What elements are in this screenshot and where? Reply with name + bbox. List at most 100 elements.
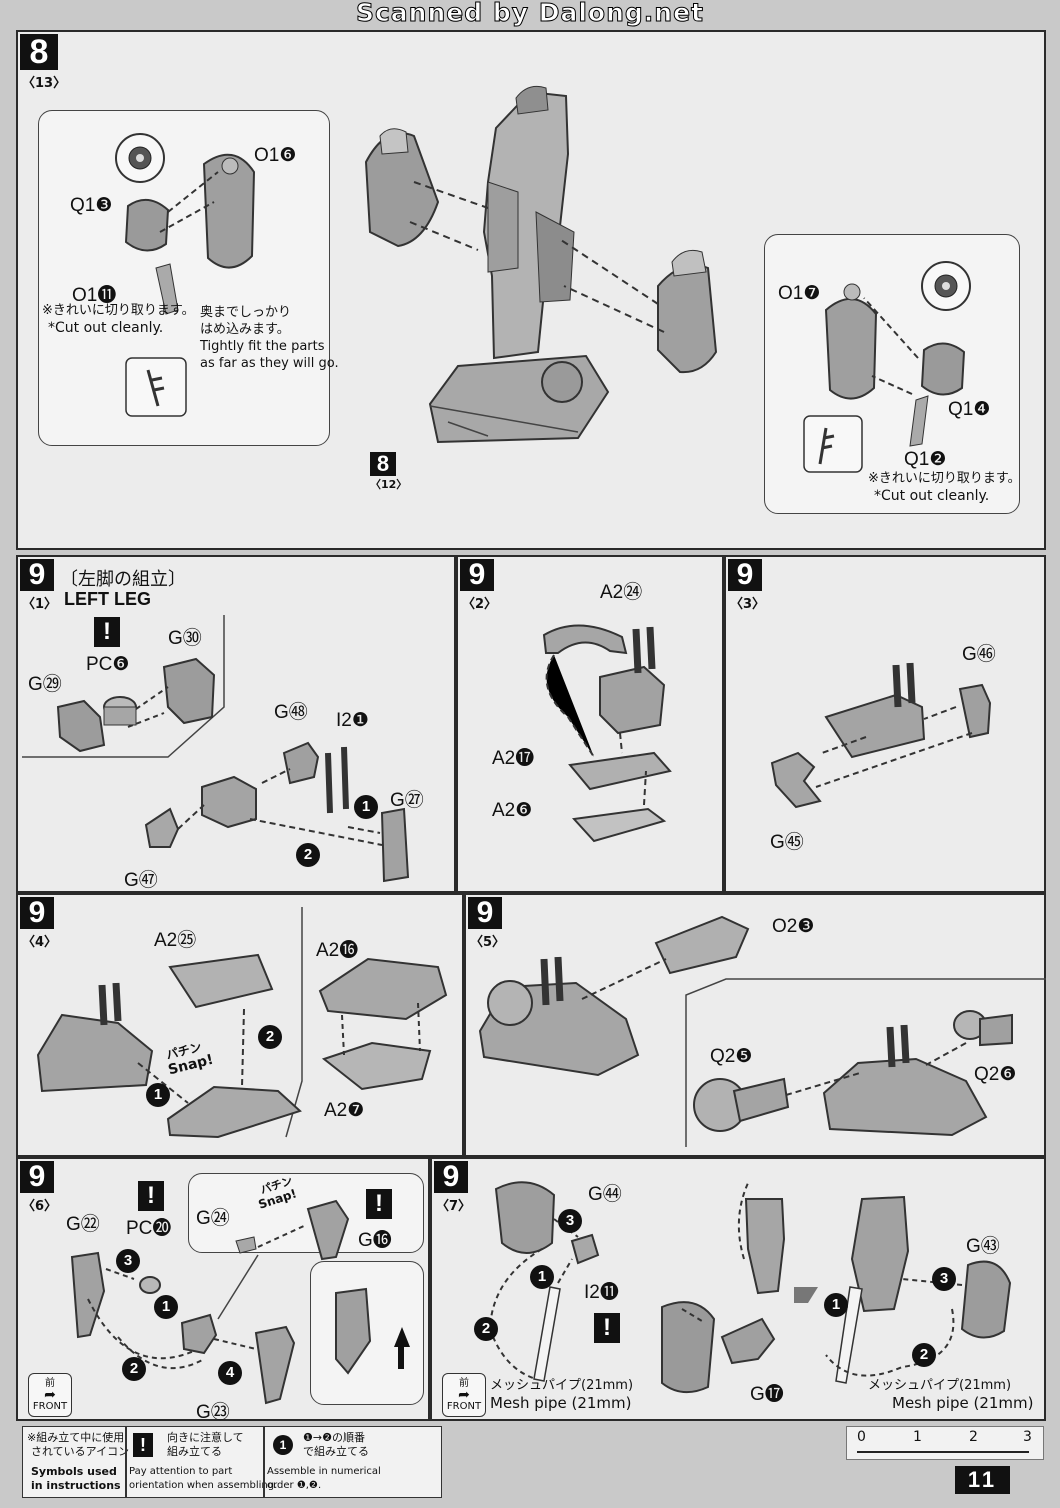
step-9-2-drawing <box>542 624 672 843</box>
legend-num-en-1: Assemble in numerical <box>267 1466 381 1477</box>
front-direction-icon: 前 ➦ FRONT <box>442 1373 486 1417</box>
step-9-4-panel: 9 〈4〉 A2㉕ A2⓰ A2❼ パチン Snap! 1 2 <box>16 893 464 1157</box>
legend-att-jp-2: 組み立てる <box>167 1445 222 1458</box>
order-step-1-b: 1 <box>824 1293 848 1317</box>
ruler-tick-2: 2 <box>969 1429 978 1445</box>
legend-attention-icon: ! <box>133 1433 153 1457</box>
step-sub-number: 〈5〉 <box>470 935 506 950</box>
mesh-pipe-en: Mesh pipe (21mm) <box>490 1394 632 1412</box>
step-number: 9 <box>460 559 494 591</box>
order-step-1: 1 <box>354 795 378 819</box>
step-sub-number: 〈4〉 <box>22 935 58 950</box>
legend-att-en-1: Pay attention to part <box>129 1466 233 1477</box>
step-9-7-panel: 9 〈7〉 ! G㊹ I2⓫ G⓱ G㊸ 3 1 2 3 1 2 メッシュパイプ… <box>430 1157 1046 1421</box>
order-step-2: 2 <box>474 1317 498 1341</box>
mesh-pipe-jp: メッシュパイプ(21mm) <box>490 1378 634 1393</box>
step-sub-number: 〈6〉 <box>22 1199 58 1214</box>
step-9-5-panel: 9 〈5〉 O2❸ Q2❺ Q2❻ <box>464 893 1046 1157</box>
step-sub-number: 〈13〉 <box>22 76 67 91</box>
step-number: 9 <box>728 559 762 591</box>
label-a2-17: A2⓱ <box>492 748 535 769</box>
label-a2-25: A2㉕ <box>154 930 197 951</box>
legend-symbols-en-2: in instructions <box>31 1479 121 1492</box>
scale-ruler: 0 1 2 3 <box>846 1426 1044 1460</box>
label-a2-24: A2㉔ <box>600 582 643 603</box>
step-9-6-drawing <box>70 1199 410 1405</box>
front-jp: 前 <box>459 1378 469 1389</box>
legend-num-jp-1: ❶→❷の順番 <box>303 1431 365 1444</box>
legend-num-jp-2: で組み立てる <box>303 1445 369 1458</box>
step-sub-number: 〈7〉 <box>436 1199 472 1214</box>
ruler-tick-1: 1 <box>913 1429 922 1445</box>
note-fit-jp-1: 奥までしっかり <box>200 305 292 320</box>
order-step-1: 1 <box>146 1083 170 1107</box>
mesh-pipe-en-2: Mesh pipe (21mm) <box>892 1394 1034 1412</box>
order-step-2: 2 <box>296 843 320 867</box>
label-q1-3: Q1❸ <box>70 195 113 216</box>
step-number: 9 <box>434 1161 468 1193</box>
legend-num-en-2: order ❶,❷. <box>267 1480 322 1491</box>
label-g27: G㉗ <box>390 790 424 811</box>
legend-symbols-jp-2: されているアイコン <box>31 1445 130 1458</box>
order-step-1: 1 <box>530 1265 554 1289</box>
order-step-2: 2 <box>258 1025 282 1049</box>
ruler-tick-0: 0 <box>857 1429 866 1445</box>
note-fit-en-2: as far as they will go. <box>200 356 339 371</box>
note-fit-jp-2: はめ込みます。 <box>200 322 290 337</box>
step-number: 9 <box>468 897 502 929</box>
order-step-3: 3 <box>116 1249 140 1273</box>
order-step-1: 1 <box>154 1295 178 1319</box>
step-8-panel: 8 〈13〉 <box>16 30 1046 550</box>
legend-symbols-jp-1: ※組み立て中に使用 <box>27 1431 125 1444</box>
label-g46: G㊻ <box>962 644 996 665</box>
label-a2-6: A2❻ <box>492 800 533 821</box>
step-9-6-panel: 9 〈6〉 ! ! G㉒ PC⓴ G㉔ G⓰ G㉓ パチン Snap! 3 1 … <box>16 1157 430 1423</box>
note-fit-en-1: Tightly fit the parts <box>200 339 325 354</box>
label-a2-16: A2⓰ <box>316 940 359 961</box>
section-title-en: LEFT LEG <box>64 589 151 609</box>
note-cut-en-right: *Cut out cleanly. <box>874 488 990 504</box>
attention-icon: ! <box>138 1181 164 1211</box>
front-en: FRONT <box>32 1401 68 1412</box>
step-sub-number: 〈2〉 <box>462 597 498 612</box>
label-g45: G㊺ <box>770 832 804 853</box>
front-arrow-icon: ➦ <box>44 1387 56 1403</box>
label-g47: G㊼ <box>124 870 158 891</box>
label-o1-6: O1❻ <box>254 145 297 166</box>
order-step-2-b: 2 <box>912 1343 936 1367</box>
step-number: 9 <box>20 559 54 591</box>
step-9-3-panel: 9 〈3〉 G㊻ G㊺ <box>724 555 1046 893</box>
front-direction-icon: 前 ➦ FRONT <box>28 1373 72 1417</box>
label-g23: G㉓ <box>196 1402 230 1423</box>
symbols-legend: ※組み立て中に使用 されているアイコン Symbols used in inst… <box>22 1426 442 1498</box>
label-o1-7: O1❼ <box>778 283 821 304</box>
legend-symbols-en-1: Symbols used <box>31 1465 117 1478</box>
step-9-4-drawing <box>36 907 448 1139</box>
label-i2-1: I2❶ <box>336 710 369 731</box>
step-8-drawing <box>115 85 971 473</box>
step-number: 9 <box>20 897 54 929</box>
step-9-5-drawing <box>478 915 1046 1147</box>
label-g44: G㊹ <box>588 1184 622 1205</box>
label-g16: G⓰ <box>358 1230 392 1251</box>
step-number: 8 <box>20 34 58 70</box>
front-jp: 前 <box>45 1378 55 1389</box>
legend-att-en-2: orientation when assembling. <box>129 1480 278 1491</box>
label-o1-11: O1⓫ <box>72 285 117 306</box>
label-g17: G⓱ <box>750 1384 784 1405</box>
label-pc6: PC❻ <box>86 654 130 675</box>
order-step-2: 2 <box>122 1357 146 1381</box>
section-title-jp: 〔左脚の組立〕 <box>60 569 186 589</box>
label-g24: G㉔ <box>196 1208 230 1229</box>
step-9-3-drawing <box>770 662 992 809</box>
step-sub-number: 〈3〉 <box>730 597 766 612</box>
label-g29: G㉙ <box>28 674 62 695</box>
legend-number-icon: 1 <box>273 1435 293 1455</box>
page-number: 11 <box>955 1466 1010 1494</box>
step-number: 9 <box>20 1161 54 1193</box>
label-pc20: PC⓴ <box>126 1218 172 1239</box>
label-q2-5: Q2❺ <box>710 1046 753 1067</box>
front-arrow-icon: ➦ <box>458 1387 470 1403</box>
step-9-2-panel: 9 〈2〉 A2㉔ A2⓱ A2❻ <box>456 555 724 893</box>
front-en: FRONT <box>446 1401 482 1412</box>
